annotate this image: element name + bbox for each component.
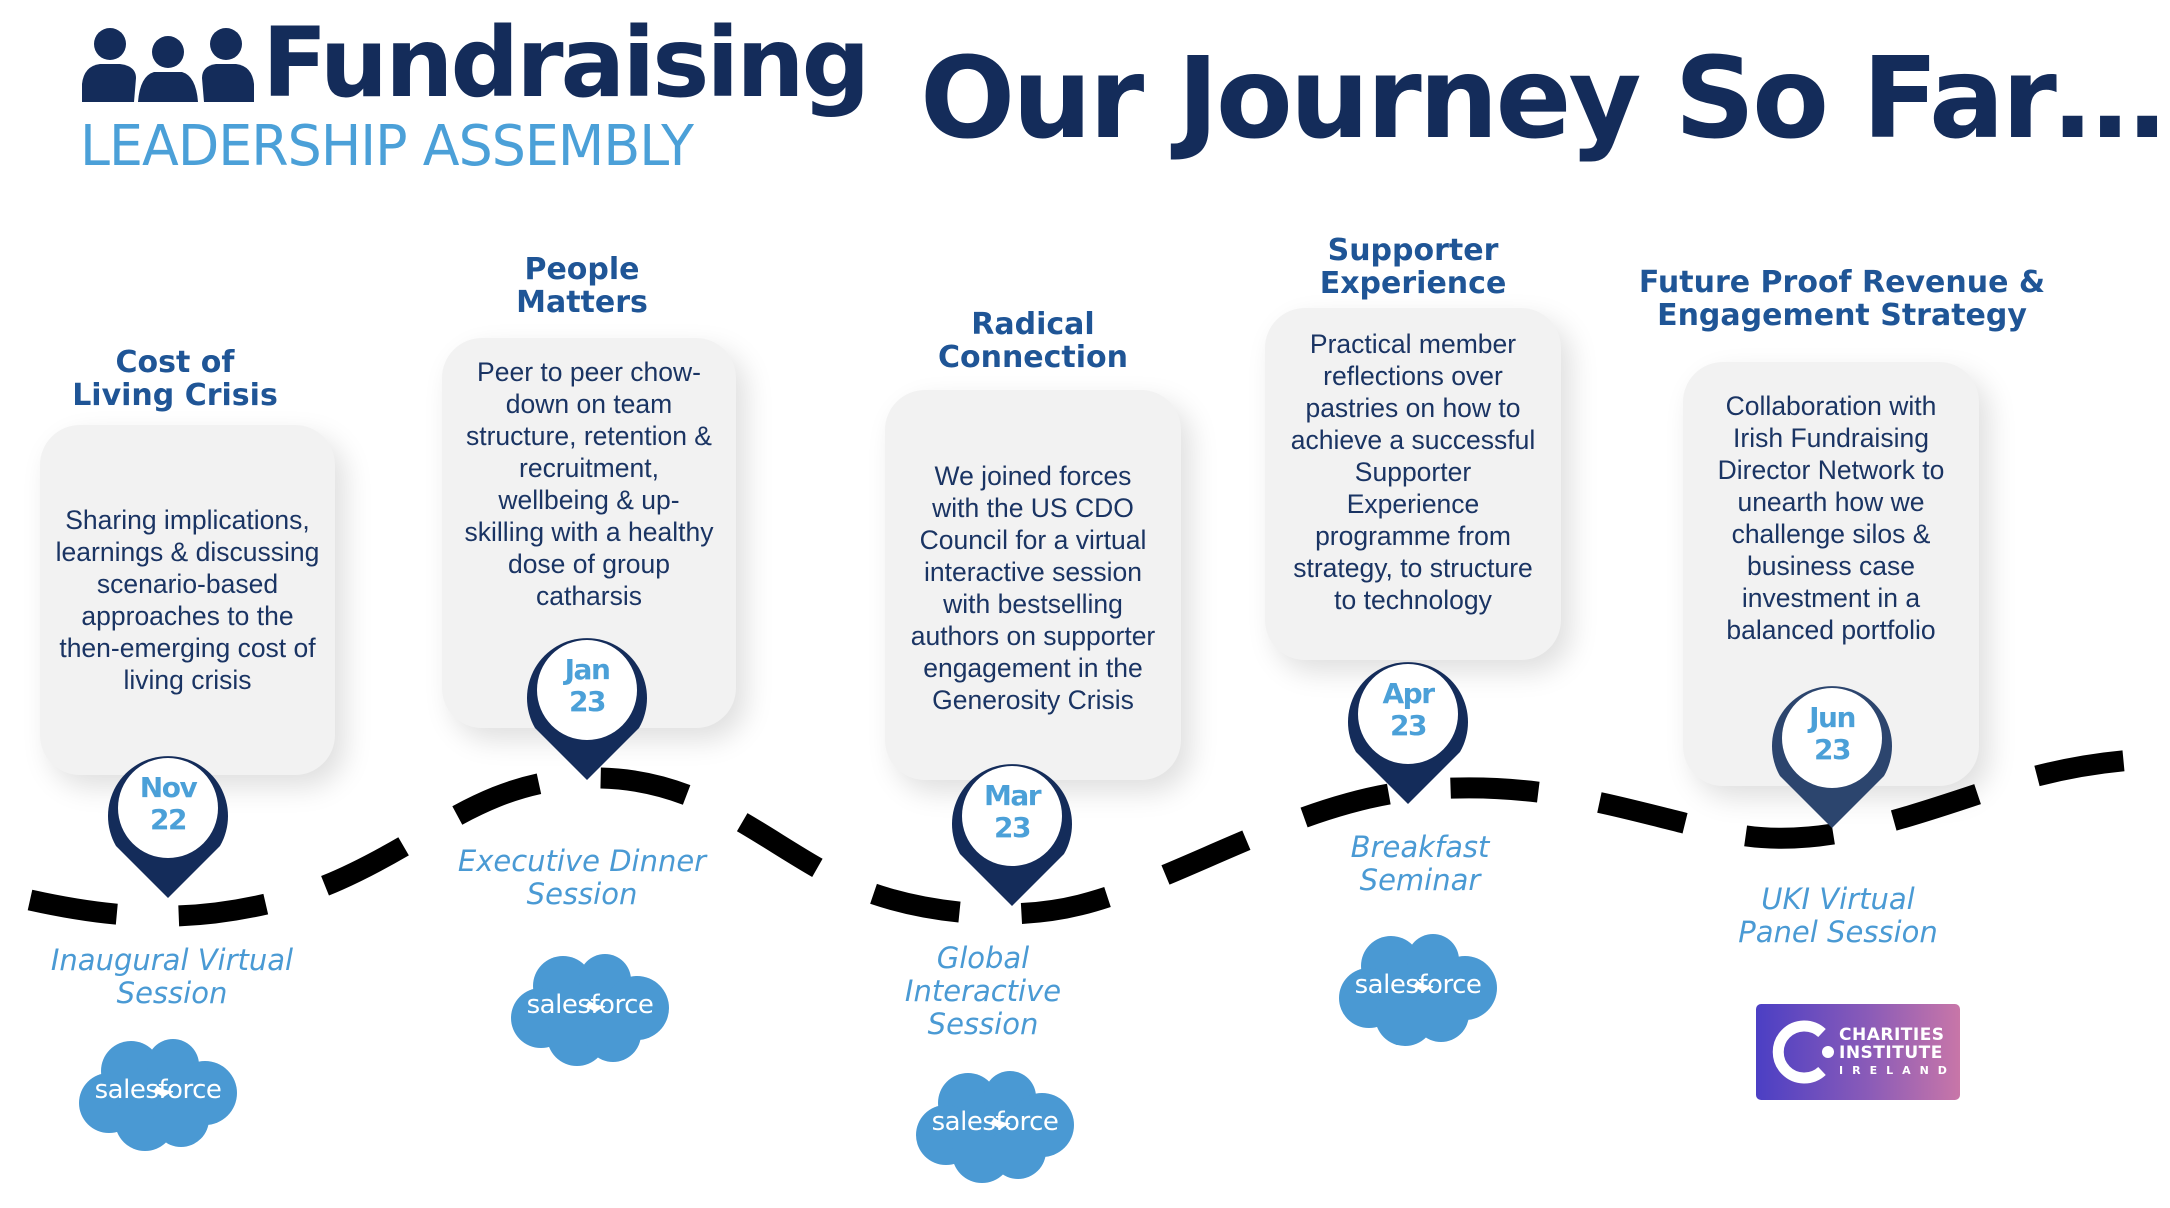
topic-title-line: Cost of bbox=[115, 345, 235, 380]
topic-title-line: Engagement Strategy bbox=[1657, 298, 2027, 333]
pin-month: Apr bbox=[1382, 677, 1435, 710]
session-label: Executive Dinner Session bbox=[457, 844, 707, 911]
date-pin: Mar 23 bbox=[944, 748, 1080, 928]
milestone-card: Practical member reflections over pastri… bbox=[1265, 308, 1561, 660]
topic-title-line: People bbox=[524, 252, 640, 287]
milestone-card: Sharing implications, learnings & discus… bbox=[40, 425, 335, 775]
salesforce-logo: salesforce bbox=[1333, 930, 1503, 1050]
cii-c-mark-icon bbox=[1772, 1020, 1834, 1084]
topic-title-line: Living Crisis bbox=[72, 378, 278, 413]
salesforce-cloud-icon bbox=[916, 1071, 1074, 1183]
salesforce-cloud-icon bbox=[511, 954, 669, 1066]
topic-title-line: Supporter bbox=[1327, 233, 1499, 268]
milestone-card: Collaboration with Irish Fundraising Dir… bbox=[1683, 362, 1979, 786]
topic-title-line: Experience bbox=[1319, 266, 1507, 301]
date-pin: Jan 23 bbox=[519, 622, 655, 802]
cii-line: INSTITUTE bbox=[1839, 1043, 1943, 1063]
salesforce-logo: salesforce bbox=[910, 1067, 1080, 1187]
salesforce-logo: salesforce bbox=[73, 1035, 243, 1155]
pin-date: Jun 23 bbox=[1764, 702, 1900, 766]
session-label: UKI Virtual Panel Session bbox=[1738, 882, 1938, 949]
date-pin: Jun 23 bbox=[1764, 670, 1900, 850]
session-label: Inaugural Virtual Session bbox=[50, 943, 294, 1010]
map-pin-icon bbox=[1772, 686, 1892, 828]
map-pin-icon bbox=[108, 756, 228, 898]
page-title: Our Journey So Far… bbox=[920, 34, 2166, 164]
pin-date: Jan 23 bbox=[519, 654, 655, 718]
pin-year: 22 bbox=[150, 803, 187, 836]
partner-name: salesforce bbox=[1354, 970, 1482, 1000]
salesforce-logo: salesforce bbox=[505, 950, 675, 1070]
topic-title: Future Proof Revenue & Engagement Strate… bbox=[1639, 266, 2045, 332]
milestone-description: Peer to peer chow- down on team structur… bbox=[464, 357, 714, 611]
topic-title: Cost of Living Crisis bbox=[72, 346, 278, 412]
milestone-description: We joined forces with the US CDO Council… bbox=[910, 461, 1156, 715]
milestone-card: We joined forces with the US CDO Council… bbox=[885, 390, 1181, 780]
session-label: Global Interactive Session bbox=[904, 941, 1062, 1041]
map-pin-icon bbox=[952, 764, 1072, 906]
date-pin: Apr 23 bbox=[1340, 646, 1476, 826]
session-label: Breakfast Seminar bbox=[1350, 830, 1490, 897]
topic-title: Supporter Experience bbox=[1320, 234, 1507, 300]
pin-month: Mar bbox=[983, 779, 1042, 812]
topic-title-line: Future Proof Revenue & bbox=[1638, 265, 2046, 300]
partner-name: salesforce bbox=[931, 1107, 1059, 1137]
date-pin: Nov 22 bbox=[100, 740, 236, 920]
cii-line: CHARITIES bbox=[1839, 1025, 1945, 1045]
pin-year: 23 bbox=[994, 811, 1031, 844]
map-pin-icon bbox=[527, 638, 647, 780]
charities-institute-ireland-logo: CHARITIES INSTITUTE IRELAND bbox=[1756, 1004, 1960, 1100]
pin-year: 23 bbox=[569, 685, 606, 718]
map-pin-icon bbox=[1348, 662, 1468, 804]
cii-line: IRELAND bbox=[1839, 1064, 1956, 1077]
brand-subtitle: LEADERSHIP ASSEMBLY bbox=[80, 114, 694, 179]
partner-name: salesforce bbox=[94, 1075, 222, 1105]
topic-title: People Matters bbox=[516, 253, 648, 319]
topic-title: Radical Connection bbox=[938, 308, 1128, 374]
people-group-icon bbox=[80, 26, 256, 102]
pin-date: Apr 23 bbox=[1340, 678, 1476, 742]
pin-year: 23 bbox=[1390, 709, 1427, 742]
pin-month: Jun bbox=[1809, 701, 1856, 734]
milestone-description: Collaboration with Irish Fundraising Dir… bbox=[1717, 391, 1945, 645]
topic-title-line: Connection bbox=[937, 340, 1129, 375]
pin-month: Jan bbox=[564, 653, 611, 686]
partner-name: salesforce bbox=[526, 990, 654, 1020]
milestone-description: Sharing implications, learnings & discus… bbox=[55, 505, 320, 695]
brand-name: Fundraising bbox=[262, 7, 870, 119]
pin-date: Mar 23 bbox=[944, 780, 1080, 844]
salesforce-cloud-icon bbox=[1339, 934, 1497, 1046]
topic-title-line: Matters bbox=[516, 285, 648, 320]
pin-year: 23 bbox=[1814, 733, 1851, 766]
topic-title-line: Radical bbox=[971, 307, 1095, 342]
milestone-description: Practical member reflections over pastri… bbox=[1290, 329, 1536, 615]
salesforce-cloud-icon bbox=[79, 1039, 237, 1151]
pin-date: Nov 22 bbox=[100, 772, 236, 836]
pin-month: Nov bbox=[139, 771, 198, 804]
